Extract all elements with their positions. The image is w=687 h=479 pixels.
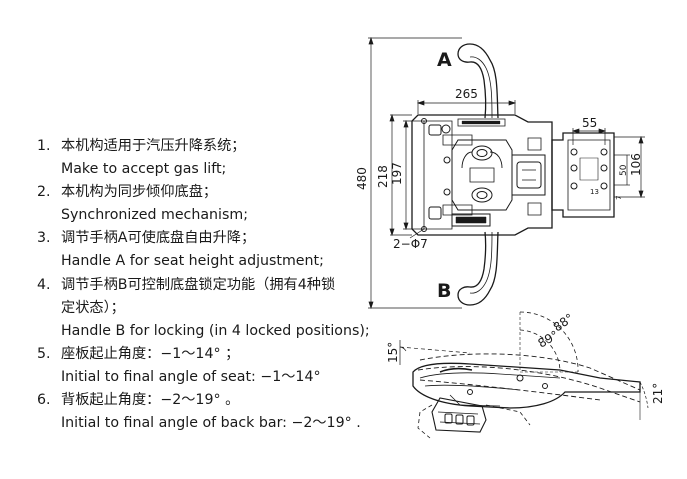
dim-50 bbox=[614, 154, 630, 186]
spec-english: Initial to final angle of back bar: −2～1… bbox=[61, 415, 361, 432]
angle-15-label: 15° bbox=[386, 342, 400, 363]
dim-7-label: 7 bbox=[615, 196, 623, 200]
spec-chinese: 本机构为同步倾仰底盘； bbox=[61, 184, 218, 201]
handle-b-label: B bbox=[437, 280, 451, 302]
spec-number: 6. bbox=[37, 392, 51, 409]
spec-number: 5. bbox=[37, 345, 51, 362]
spec-number: 3. bbox=[37, 230, 51, 247]
dim-total-height bbox=[368, 36, 462, 310]
spec-number: 1. bbox=[37, 138, 51, 154]
angle-21-label: 21° bbox=[651, 383, 665, 404]
spec-chinese: 座板起止角度：−1～14° ； bbox=[61, 345, 240, 362]
spec-list: 1. 本机构适用于汽压升降系统； Make to accept gas lift;… bbox=[37, 135, 382, 435]
spec-english: Make to accept gas lift; bbox=[61, 161, 227, 178]
dim-width bbox=[416, 100, 517, 114]
spec-number: 2. bbox=[37, 184, 51, 201]
spec-chinese: 调节手柄B可控制底盘锁定功能（拥有4种锁 bbox=[61, 276, 336, 293]
dim-total-height-label: 480 bbox=[355, 167, 369, 190]
gas-lift-housing bbox=[451, 139, 513, 211]
spec-item-4: 4. 调节手柄B可控制底盘锁定功能（拥有4种锁 定状态）； Handle B fo… bbox=[37, 274, 382, 343]
spec-number: 4. bbox=[37, 276, 51, 293]
dim-55-label: 55 bbox=[582, 116, 597, 130]
spec-english: Handle B for locking (in 4 locked positi… bbox=[61, 322, 370, 339]
dim-13-label: 13 bbox=[590, 188, 599, 196]
spec-item-3: 3. 调节手柄A可使底盘自由升降； Handle A for seat heigh… bbox=[37, 227, 382, 273]
spec-english: Synchronized mechanism; bbox=[61, 207, 248, 224]
handle-a-label: A bbox=[437, 49, 452, 71]
dim-197 bbox=[403, 119, 424, 231]
spec-chinese-continued: 定状态）； bbox=[61, 299, 125, 316]
spec-chinese: 背板起止角度：−2～19° 。 bbox=[61, 392, 240, 409]
spec-item-5: 5. 座板起止角度：−1～14° ； Initial to final angle… bbox=[37, 343, 382, 389]
side-view bbox=[399, 311, 649, 439]
dim-holes-label: 2−Φ7 bbox=[393, 237, 428, 251]
dim-218 bbox=[389, 113, 412, 237]
dim-106-label: 106 bbox=[629, 153, 643, 176]
back-mount-plate bbox=[551, 132, 615, 218]
dim-218-label: 218 bbox=[376, 165, 390, 188]
spec-item-6: 6. 背板起止角度：−2～19° 。 Initial to final angle… bbox=[37, 389, 382, 435]
spec-english: Initial to final angle of seat: −1～14° bbox=[61, 368, 321, 385]
spec-chinese: 调节手柄A可使底盘自由升降； bbox=[61, 230, 256, 247]
base-plate bbox=[411, 114, 553, 236]
spec-item-1: 1. 本机构适用于汽压升降系统； Make to accept gas lift; bbox=[37, 135, 382, 181]
handle-b bbox=[457, 231, 499, 306]
side-handle-b bbox=[431, 397, 487, 433]
spec-chinese: 本机构适用于汽压升降系统； bbox=[61, 138, 246, 154]
spec-item-2: 2. 本机构为同步倾仰底盘； Synchronized mechanism; bbox=[37, 181, 382, 227]
handle-a bbox=[457, 43, 499, 119]
dim-55 bbox=[571, 128, 607, 145]
spec-english: Handle A for seat height adjustment; bbox=[61, 253, 324, 270]
top-view bbox=[368, 36, 645, 310]
side-mechanism-body bbox=[412, 362, 641, 409]
dim-106 bbox=[614, 135, 645, 199]
dim-50-label: 50 bbox=[619, 164, 629, 176]
dim-width-label: 265 bbox=[455, 87, 478, 101]
dim-197-label: 197 bbox=[390, 162, 404, 185]
